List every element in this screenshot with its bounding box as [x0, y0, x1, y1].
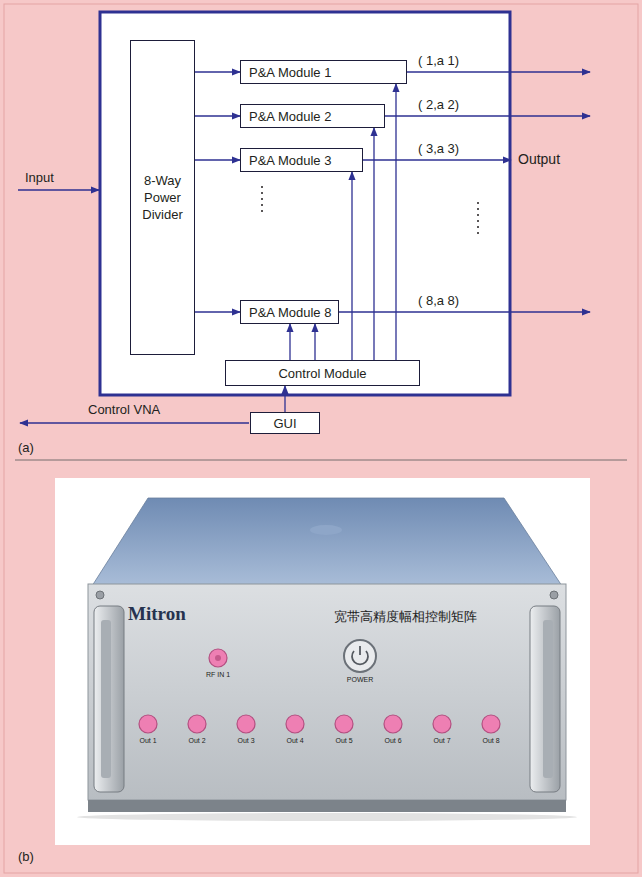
- output-label: ( 8,a 8): [418, 293, 459, 308]
- rf-connector: [209, 649, 227, 667]
- output-label: ( 2,a 2): [418, 97, 459, 112]
- rf-connector: [286, 715, 304, 733]
- module-box: P&A Module 3: [240, 148, 363, 172]
- control-box: Control Module: [225, 360, 420, 386]
- signal-arrow: [195, 115, 240, 116]
- rf-connector: [188, 715, 206, 733]
- vna-label: Control VNA: [88, 402, 160, 417]
- input-arrow: [18, 189, 99, 190]
- screw: [550, 591, 558, 599]
- product-name: 宽带高精度幅相控制矩阵: [334, 609, 477, 625]
- node-label: 8-Way Power Divider: [135, 172, 190, 223]
- port-label: Out 8: [482, 737, 499, 745]
- node-label: P&A Module 2: [249, 109, 331, 124]
- power-button: [344, 640, 376, 672]
- handle: [530, 606, 560, 792]
- system-enclosure: [100, 12, 510, 395]
- rf-connector-pin: [215, 655, 221, 661]
- device-shadow: [77, 813, 577, 821]
- brand-logo: Mitron: [128, 603, 186, 625]
- port-label: RF IN 1: [206, 671, 230, 679]
- device-base: [88, 800, 566, 812]
- node-label: P&A Module 3: [249, 153, 331, 168]
- handle-grip: [543, 620, 553, 778]
- signal-arrow: [351, 172, 352, 360]
- node-label: Control Module: [278, 366, 366, 381]
- output-arrow: [385, 115, 590, 116]
- ellipsis-dots: [261, 186, 263, 214]
- rf-connector: [335, 715, 353, 733]
- rf-connector: [139, 715, 157, 733]
- signal-arrow: [284, 386, 285, 412]
- panel-border: [4, 4, 638, 873]
- handle: [94, 606, 124, 792]
- rf-connector: [237, 715, 255, 733]
- port-label: Out 3: [237, 737, 254, 745]
- signal-arrow: [289, 324, 290, 360]
- output-arrow: [335, 311, 590, 312]
- button-label: POWER: [347, 676, 373, 684]
- output-label: ( 3,a 3): [418, 141, 459, 156]
- output-arrow: [363, 159, 511, 160]
- signal-arrow: [195, 71, 240, 72]
- signal-arrow: [195, 159, 240, 160]
- panel-letter: (b): [18, 849, 34, 864]
- signal-arrow: [195, 311, 240, 312]
- screw: [96, 591, 104, 599]
- handle-grip: [101, 620, 111, 778]
- rf-connector: [482, 715, 500, 733]
- lid-logo: [310, 525, 342, 535]
- output-arrow: [407, 71, 590, 72]
- power-icon: [359, 646, 361, 655]
- signal-arrow: [314, 324, 315, 360]
- rf-connector: [433, 715, 451, 733]
- port-label: Out 6: [384, 737, 401, 745]
- panel-letter: (a): [18, 440, 34, 455]
- photo-ground: [55, 478, 590, 845]
- node-label: GUI: [273, 416, 296, 431]
- ellipsis-dots: [477, 202, 479, 234]
- node-label: P&A Module 8: [249, 305, 331, 320]
- front-panel: [88, 584, 566, 800]
- rf-connector: [384, 715, 402, 733]
- gui-box: GUI: [250, 412, 320, 434]
- section-divider: [15, 460, 627, 461]
- node-label: P&A Module 1: [249, 65, 331, 80]
- module-box: P&A Module 2: [240, 104, 385, 128]
- port-label: Out 5: [335, 737, 352, 745]
- control-vna-arrow: [20, 422, 249, 423]
- port-label: Out 1: [139, 737, 156, 745]
- port-label: Out 2: [188, 737, 205, 745]
- signal-arrow: [395, 84, 396, 360]
- signal-arrow: [373, 128, 374, 360]
- output-label: ( 1,a 1): [418, 53, 459, 68]
- output-title: Output: [518, 151, 560, 168]
- module-box: P&A Module 8: [240, 300, 339, 324]
- port-label: Out 7: [433, 737, 450, 745]
- port-label: Out 4: [286, 737, 303, 745]
- input-label: Input: [25, 170, 54, 185]
- module-box: P&A Module 1: [240, 60, 407, 84]
- power-divider-box: 8-Way Power Divider: [130, 40, 195, 355]
- device-lid: [92, 498, 562, 586]
